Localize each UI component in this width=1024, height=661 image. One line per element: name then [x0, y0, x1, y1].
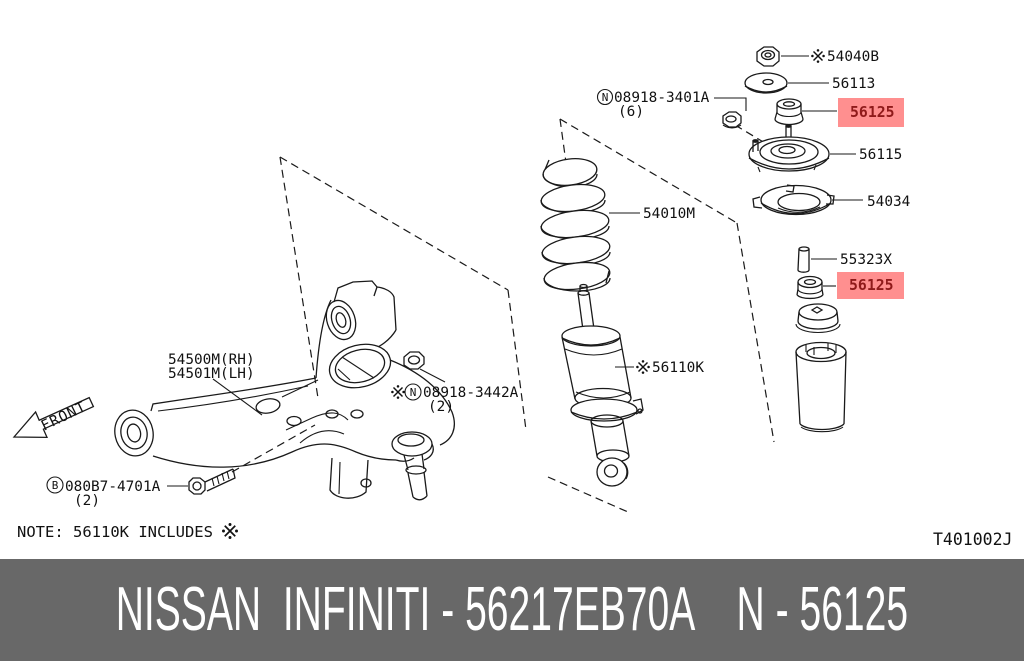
label-bushing-lower[interactable]: 56125	[849, 277, 894, 294]
reference-asterisk-icon	[390, 384, 406, 400]
label-shock-absorber: 56110K	[652, 360, 704, 376]
label-coil-spring: 54010M	[643, 206, 695, 222]
diagram-code: T401002J	[933, 530, 1012, 549]
highlight-box[interactable]	[838, 98, 904, 127]
strut-mounting-drawing	[748, 124, 830, 173]
label-cap-nut: 54040B	[827, 49, 879, 65]
circled-n-icon	[596, 88, 614, 106]
banner-text: NISSAN INFINITI - 56217EB70A N - 56125	[115, 575, 909, 644]
upper-nut-drawing	[722, 111, 742, 129]
circled-b-icon	[46, 476, 64, 494]
reference-asterisk-icon	[221, 522, 239, 540]
circled-b-letter: B	[52, 479, 59, 492]
dust-boot-drawing	[795, 341, 847, 433]
washer-drawing	[744, 72, 788, 94]
spring-seat-drawing	[752, 184, 835, 216]
pivot-bolt-drawing	[188, 468, 236, 495]
lower-bushing-drawing	[796, 275, 824, 300]
front-label: FRONT	[39, 399, 89, 435]
note-text: NOTE: 56110K INCLUDES	[17, 523, 213, 541]
highlight-box[interactable]	[837, 272, 904, 299]
pin-drawing	[797, 246, 810, 273]
circled-n-icon	[404, 383, 422, 401]
leader-lines	[167, 55, 863, 487]
label-washer: 56113	[832, 76, 875, 92]
cap-nut-drawing	[756, 46, 780, 67]
label-arm-nut: 08918-3442A	[423, 385, 519, 401]
shock-absorber-drawing	[561, 283, 644, 487]
label-shock-group: 56110K	[635, 359, 704, 376]
note-line: NOTE: 56110K INCLUDES	[17, 522, 239, 541]
label-arm-nut-qty: (2)	[428, 399, 454, 415]
label-control-arm-rh: 54500M(RH)	[168, 352, 255, 368]
circled-n-letter: N	[410, 386, 417, 399]
highlighted-part-label-lower[interactable]: 56125	[837, 272, 904, 299]
reference-asterisk-icon	[635, 359, 651, 375]
dust-cap-drawing	[795, 303, 841, 334]
footer-banner: NISSAN INFINITI - 56217EB70A N - 56125	[0, 559, 1024, 661]
part-labels: 54040B 56113 56125 56115 54034 54010M N …	[17, 48, 1012, 549]
reference-asterisk-icon	[810, 48, 826, 64]
label-bolt: 080B7-4701A	[65, 479, 161, 495]
front-direction-arrow: FRONT	[12, 396, 95, 439]
label-upper-nut-group: N 08918-3401A (6)	[596, 88, 710, 120]
label-upper-nut: 08918-3401A	[614, 90, 710, 106]
label-bolt-qty: (2)	[74, 493, 100, 509]
alignment-dashed-lines	[231, 118, 781, 513]
label-control-arm-lh: 54501M(LH)	[168, 366, 255, 382]
control-arm-drawing	[114, 280, 455, 501]
label-strut-mounting: 56115	[859, 147, 902, 163]
coil-spring-drawing	[540, 158, 611, 292]
upper-bushing-drawing	[774, 98, 804, 126]
label-bolt-group: B 080B7-4701A (2)	[46, 476, 161, 509]
highlighted-part-label-upper[interactable]: 56125	[838, 98, 904, 127]
label-bushing-upper[interactable]: 56125	[850, 104, 895, 121]
label-arm-nut-group: N 08918-3442A (2)	[390, 383, 519, 415]
parts-diagram: FRONT	[12, 46, 1012, 549]
arm-nut-drawing	[403, 351, 446, 383]
circled-n-letter: N	[602, 91, 609, 104]
label-upper-nut-qty: (6)	[618, 104, 644, 120]
label-pin: 55323X	[840, 252, 892, 268]
label-spring-seat: 54034	[867, 194, 910, 210]
